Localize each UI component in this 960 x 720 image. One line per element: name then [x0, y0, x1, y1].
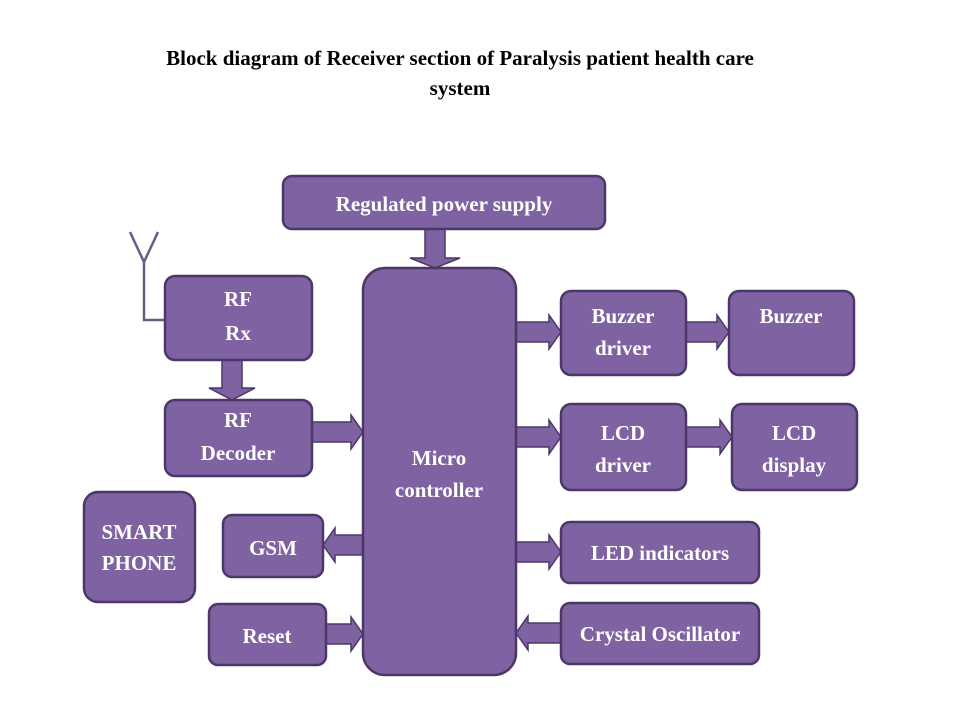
block-gsm-label: GSM — [249, 536, 297, 560]
arrow-rfdecoder-to-microcontroller — [311, 412, 364, 452]
block-buzzer-driver-label-1: Buzzer — [592, 304, 655, 328]
block-smart-phone-label-1: SMART — [101, 520, 176, 544]
arrow-power-to-microcontroller — [409, 228, 461, 269]
block-buzzer-driver: Buzzer driver — [559, 289, 688, 377]
block-crystal-oscillator-label: Crystal Oscillator — [580, 622, 740, 646]
block-lcd-driver: LCD driver — [559, 402, 688, 492]
arrow-lcd-driver-to-lcd-display — [685, 417, 733, 457]
arrow-rfrx-to-rfdecoder — [208, 359, 256, 401]
block-buzzer: Buzzer — [727, 289, 856, 377]
antenna-icon — [128, 231, 166, 322]
diagram-title-line-1: Block diagram of Receiver section of Par… — [166, 46, 754, 70]
block-rf-rx: RF Rx — [163, 274, 314, 362]
block-lcd-driver-label-2: driver — [595, 453, 651, 477]
block-rf-rx-label-1: RF — [224, 287, 252, 311]
block-gsm: GSM — [221, 513, 325, 579]
arrow-crystal-to-microcontroller — [515, 613, 562, 653]
block-lcd-display-label-2: display — [762, 453, 827, 477]
block-buzzer-driver-label-2: driver — [595, 336, 651, 360]
block-microcontroller: Micro controller — [361, 266, 518, 677]
block-lcd-display-label-1: LCD — [772, 421, 816, 445]
diagram-title-line-2: system — [429, 76, 491, 100]
block-lcd-driver-label-1: LCD — [601, 421, 645, 445]
block-crystal-oscillator: Crystal Oscillator — [559, 601, 761, 666]
block-rf-decoder-label-2: Decoder — [201, 441, 276, 465]
block-led-indicators-label: LED indicators — [591, 541, 729, 565]
block-power-supply: Regulated power supply — [281, 174, 607, 231]
block-rf-decoder: RF Decoder — [163, 398, 314, 478]
arrow-buzzer-driver-to-buzzer — [685, 312, 730, 352]
arrow-microcontroller-to-gsm — [322, 525, 364, 565]
block-microcontroller-label-1: Micro — [412, 446, 466, 470]
arrow-microcontroller-to-lcd-driver — [515, 417, 562, 457]
arrow-microcontroller-to-led — [515, 532, 562, 572]
block-rf-rx-label-2: Rx — [225, 321, 251, 345]
block-smart-phone: SMART PHONE — [82, 490, 197, 604]
block-reset: Reset — [207, 602, 328, 667]
block-buzzer-label: Buzzer — [760, 304, 823, 328]
block-reset-label: Reset — [243, 624, 292, 648]
block-power-supply-label: Regulated power supply — [336, 192, 553, 216]
block-lcd-display: LCD display — [730, 402, 859, 492]
block-smart-phone-label-2: PHONE — [102, 551, 177, 575]
block-rf-decoder-label-1: RF — [224, 408, 252, 432]
block-microcontroller-label-2: controller — [395, 478, 483, 502]
arrow-microcontroller-to-buzzer-driver — [515, 312, 562, 352]
arrow-reset-to-microcontroller — [325, 614, 364, 654]
block-led-indicators: LED indicators — [559, 520, 761, 585]
